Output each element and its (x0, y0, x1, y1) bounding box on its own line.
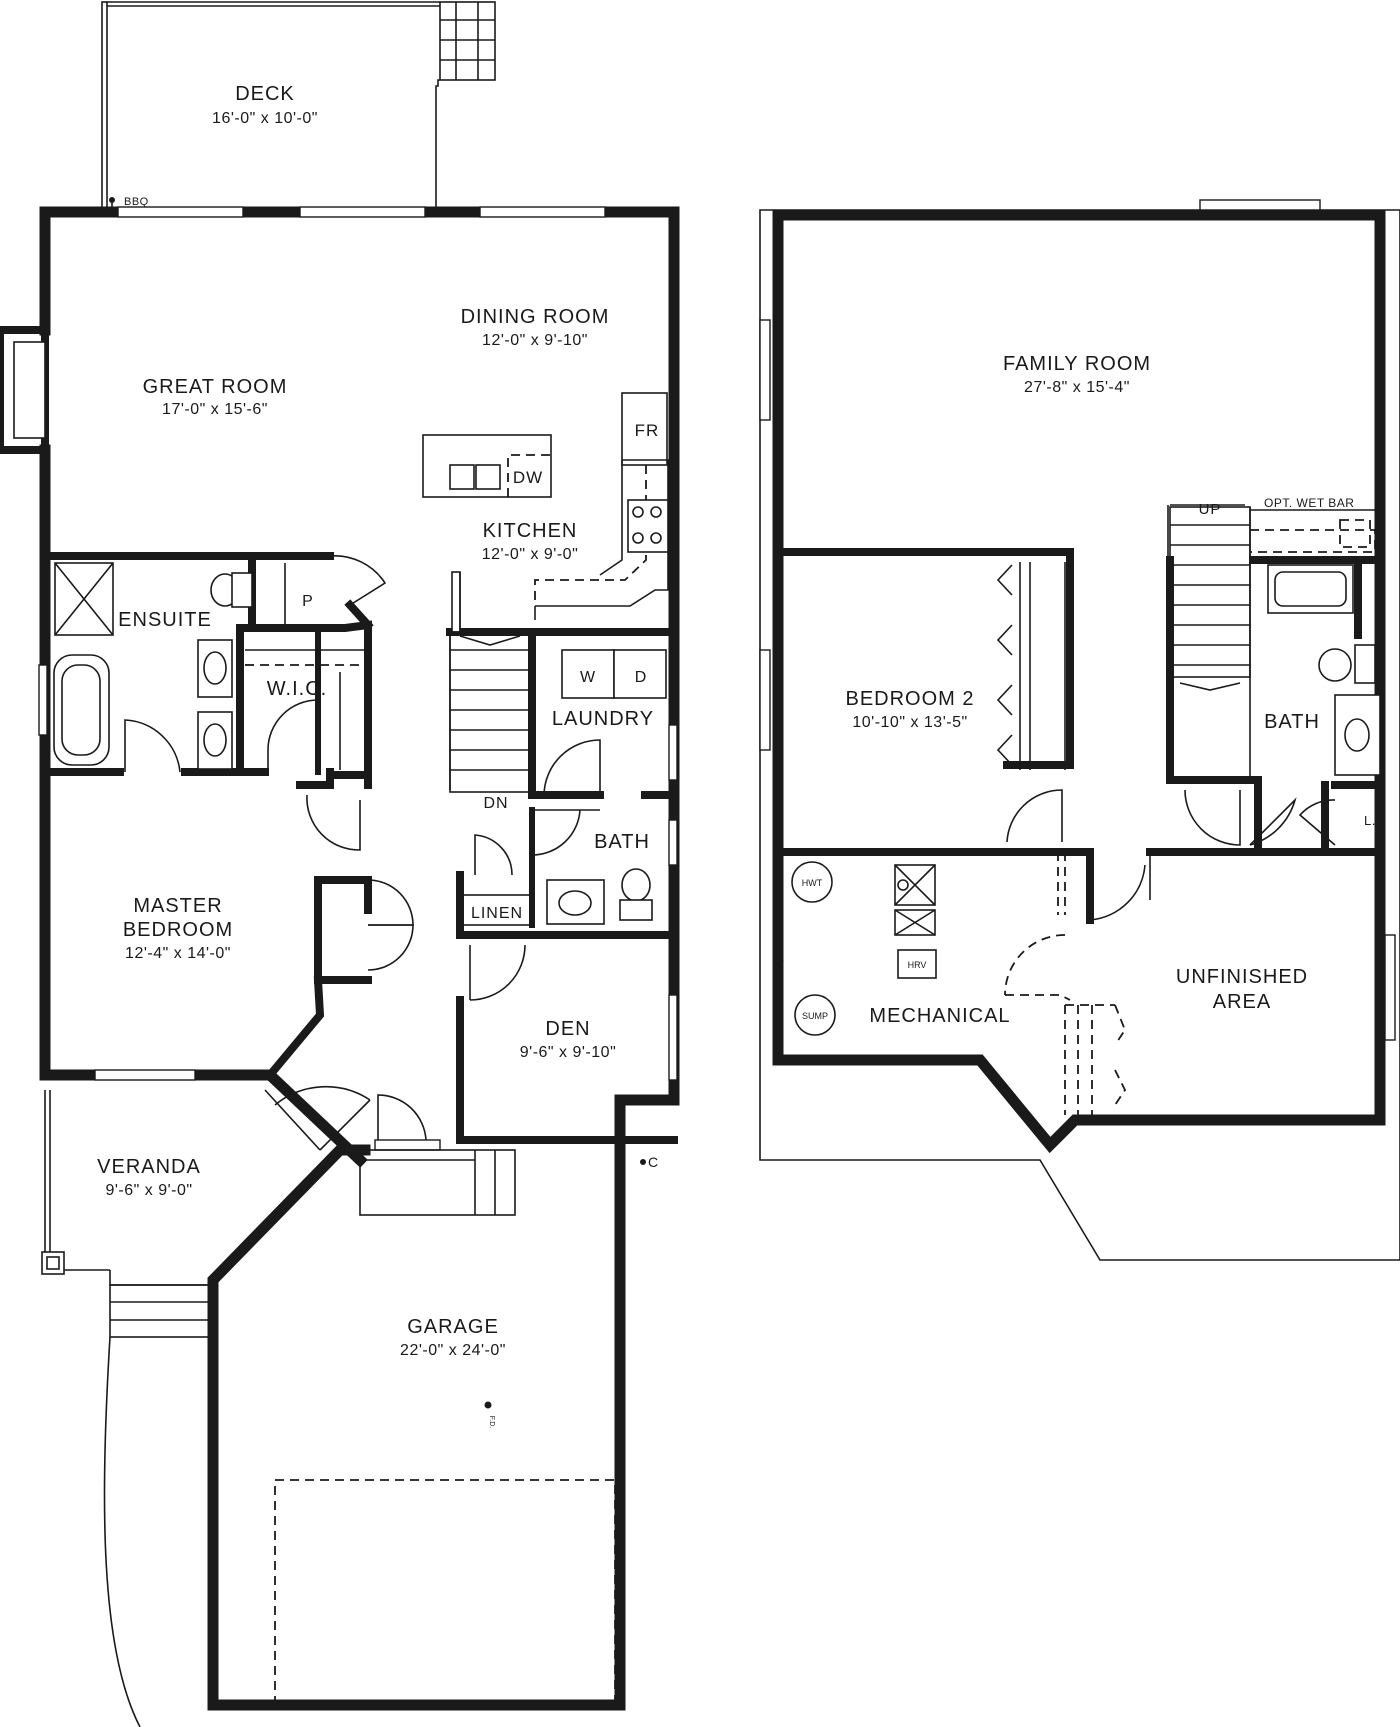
room-kitchen-name: KITCHEN (483, 520, 578, 542)
stairs-down-label: DN (483, 795, 508, 812)
room-basement-bath-name: BATH (1264, 711, 1320, 733)
room-master-bedroom-size: 12'-4" x 14'-0" (125, 945, 231, 962)
c-label: C (648, 1154, 659, 1170)
room-bedroom2-size: 10'-10" x 13'-5" (852, 714, 967, 731)
bbq-label: BBQ (124, 196, 149, 208)
room-laundry-name: LAUNDRY (552, 708, 654, 730)
washer-label: W (580, 669, 596, 686)
room-garage-size: 22'-0" x 24'-0" (400, 1342, 506, 1359)
room-master-bedroom-name-1: MASTER (133, 895, 222, 917)
room-veranda-name: VERANDA (97, 1156, 201, 1178)
bathtub (53, 654, 110, 766)
room-bath-name: BATH (594, 831, 650, 853)
cooktop (627, 499, 669, 553)
linen-closet-label: L. (1364, 813, 1376, 828)
main-floor (0, 1, 680, 1727)
dryer-label: D (635, 669, 648, 686)
hrv-unit (897, 949, 937, 979)
room-wic-name: W.I.C. (267, 678, 327, 700)
room-ensuite-name: ENSUITE (118, 609, 212, 631)
room-bedroom2-name: BEDROOM 2 (845, 688, 974, 710)
sump-label: SUMP (802, 1011, 828, 1021)
room-den-size: 9'-6" x 9'-10" (520, 1044, 617, 1061)
floor-drain-label: F.D. (488, 1416, 495, 1429)
room-deck-size: 16'-0" x 10'-0" (212, 110, 318, 127)
hrv-label: HRV (908, 960, 927, 970)
fridge (621, 392, 668, 466)
basement-labels: FAMILY ROOM 27'-8" x 15'-4" UP OPT. WET … (802, 353, 1376, 1027)
sump-pit-icon (794, 994, 836, 1036)
room-dining-room-size: 12'-0" x 9'-10" (482, 332, 588, 349)
deck (101, 1, 496, 209)
stairs-up-label: UP (1199, 501, 1222, 518)
basement (759, 199, 1400, 1261)
floor-drain-icon (484, 1401, 492, 1409)
room-linen-name: LINEN (471, 905, 523, 922)
room-master-bedroom-name-2: BEDROOM (123, 919, 233, 941)
dishwasher-label: DW (513, 468, 543, 487)
pantry-label: P (302, 593, 314, 610)
room-kitchen-size: 12'-0" x 9'-0" (482, 546, 579, 563)
hwt-label: HWT (802, 878, 823, 888)
fridge-label: FR (635, 421, 660, 440)
room-garage-name: GARAGE (407, 1316, 499, 1338)
room-veranda-size: 9'-6" x 9'-0" (105, 1182, 192, 1199)
room-dining-room-name: DINING ROOM (461, 306, 610, 328)
kitchen-island (422, 434, 552, 498)
room-unfinished-name-2: AREA (1213, 991, 1271, 1013)
room-unfinished-name-1: UNFINISHED (1176, 966, 1308, 988)
main-floor-labels: DECK 16'-0" x 10'-0" BBQ GREAT ROOM 17'-… (97, 83, 660, 1429)
room-family-room-name: FAMILY ROOM (1003, 353, 1151, 375)
room-deck-name: DECK (235, 83, 295, 105)
hot-water-tank-icon (791, 861, 833, 903)
room-den-name: DEN (545, 1018, 590, 1040)
room-family-room-size: 27'-8" x 15'-4" (1024, 379, 1130, 396)
room-great-room-name: GREAT ROOM (143, 376, 288, 398)
room-mechanical-name: MECHANICAL (869, 1005, 1010, 1027)
room-great-room-size: 17'-0" x 15'-6" (162, 401, 268, 418)
wet-bar-label: OPT. WET BAR (1264, 496, 1354, 510)
